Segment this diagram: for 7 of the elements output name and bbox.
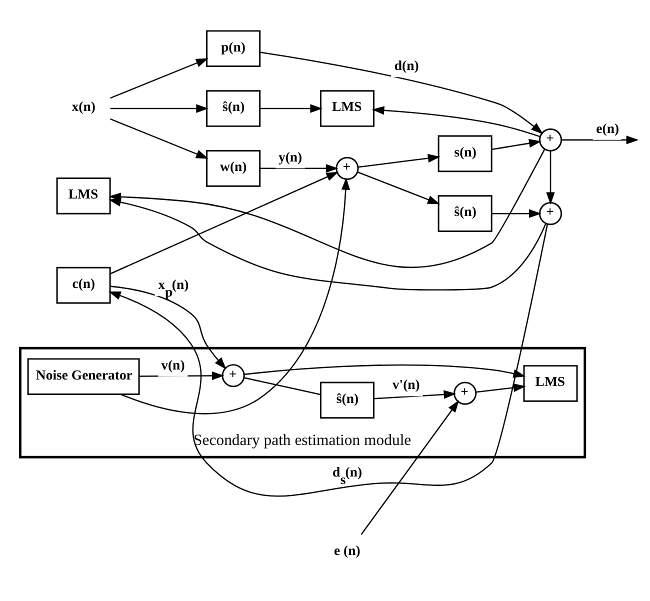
- edge-label: e(n): [596, 120, 620, 136]
- edge-label: d(n): [394, 58, 419, 73]
- edge-label: v(n): [161, 357, 185, 372]
- edge-label: v'(n): [392, 377, 420, 392]
- node-text: e (n): [334, 543, 360, 558]
- node-text: x(n): [72, 99, 96, 114]
- edge-label: y(n): [278, 149, 302, 164]
